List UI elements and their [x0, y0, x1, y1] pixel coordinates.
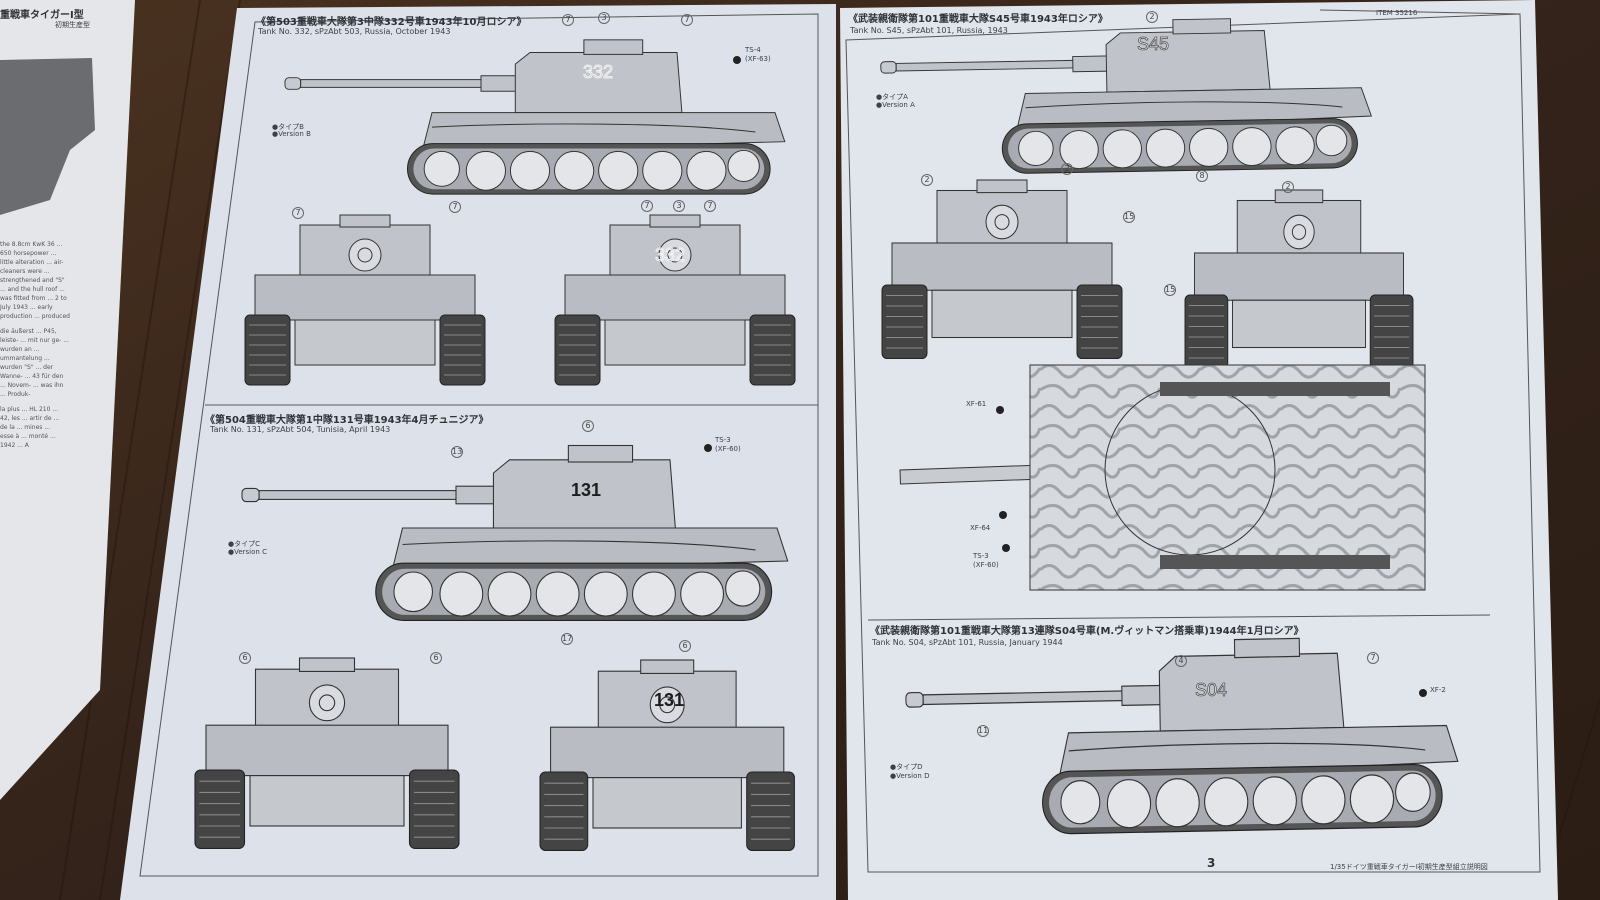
callout: 7	[292, 207, 304, 219]
section-title-en: Tank No. S04, sPzAbt 101, Russia, Januar…	[872, 638, 1063, 647]
callout: 4	[1175, 655, 1187, 667]
callout: 7	[641, 200, 653, 212]
item-number: ITEM 35216	[1376, 9, 1418, 17]
callout: 11	[977, 725, 989, 737]
section-title-en: Tank No. S45, sPzAbt 101, Russia, 1943	[850, 26, 1008, 35]
tank-number: 332	[582, 62, 614, 83]
version-en: ●Version B	[272, 130, 311, 138]
tank-number: S04	[1195, 680, 1228, 701]
brochure-text-fr: la plus ... HL 210 ... 42, les ... artir…	[0, 406, 60, 449]
callout: 15	[1164, 284, 1176, 296]
paint-code: TS-3	[973, 552, 989, 560]
callout: 7	[562, 14, 574, 26]
version-jp: ●タイプC	[228, 540, 260, 548]
callout: 2	[1146, 11, 1158, 23]
paint-code: XF-61	[966, 400, 987, 408]
paint-code: (XF-63)	[745, 55, 771, 63]
brochure-text-de: die äußerst ... P45, leiste- ... mit nur…	[0, 328, 69, 398]
callout: 6	[679, 640, 691, 652]
callout: 7	[1367, 652, 1379, 664]
section-title-jp: 《第504重戦車大隊第1中隊131号車1943年4月チュニジア》	[205, 415, 489, 426]
section-title-en: Tank No. 332, sPzAbt 503, Russia, Octobe…	[258, 27, 451, 36]
paint-code: TS-3	[715, 436, 731, 444]
tank-number: 131	[571, 480, 602, 500]
section-title-en: Tank No. 131, sPzAbt 504, Tunisia, April…	[210, 425, 391, 434]
version-en: ●Version A	[876, 101, 915, 109]
section-title-jp: 《武装親衛隊第101重戦車大隊第13連隊S04号車(M.ヴィットマン搭乗車)19…	[870, 626, 1304, 637]
paint-code: XF-64	[970, 524, 991, 532]
callout: 3	[673, 200, 685, 212]
callout: 7	[449, 201, 461, 213]
tank-s45-top	[899, 364, 1426, 591]
version-jp: ●タイプA	[876, 93, 908, 101]
callout: 7	[681, 14, 693, 26]
page-footer: 1/35ドイツ重戦車タイガーI初期生産型組立説明図	[1330, 863, 1488, 871]
callout: 3	[598, 12, 610, 24]
brochure-text-en: the 8.8cm KwK 36 ... 650 horsepower ... …	[0, 241, 70, 320]
callout: 7	[704, 200, 716, 212]
tank-number-rear: 131	[654, 690, 685, 710]
section-title-jp: 《武装親衛隊第101重戦車大隊S45号車1943年ロシア》	[848, 14, 1108, 25]
version-en: ●Version D	[890, 772, 930, 780]
paint-code: TS-4	[745, 46, 761, 54]
brochure-subtitle: 初期生産型	[55, 21, 90, 29]
brochure-title: 重戦車タイガーI型	[0, 10, 84, 21]
brochure-text-column: the 8.8cm KwK 36 ... 650 horsepower ... …	[0, 240, 70, 450]
paint-dots	[704, 56, 1427, 697]
callout: 15	[1123, 211, 1135, 223]
callout: 8	[1196, 170, 1208, 182]
tank-number-rear: 332	[654, 245, 686, 266]
callout: 6	[239, 652, 251, 664]
callout: 6	[582, 420, 594, 432]
callout: 2	[1061, 163, 1073, 175]
callout: 6	[430, 652, 442, 664]
version-jp: ●タイプB	[272, 123, 304, 131]
callout: 2	[1282, 181, 1294, 193]
paint-code: XF-2	[1430, 686, 1446, 694]
section-title-jp: 《第503重戦車大隊第3中隊332号車1943年10月ロシア》	[256, 17, 527, 28]
tank-number: S45	[1137, 34, 1170, 55]
callout: 17	[561, 633, 573, 645]
paint-code: (XF-60)	[715, 445, 741, 453]
version-jp: ●タイプD	[890, 763, 923, 771]
paint-code: (XF-60)	[973, 561, 999, 569]
page-number: 3	[1207, 856, 1216, 870]
callout: 2	[921, 174, 933, 186]
version-en: ●Version C	[228, 548, 267, 556]
callout: 13	[451, 446, 463, 458]
